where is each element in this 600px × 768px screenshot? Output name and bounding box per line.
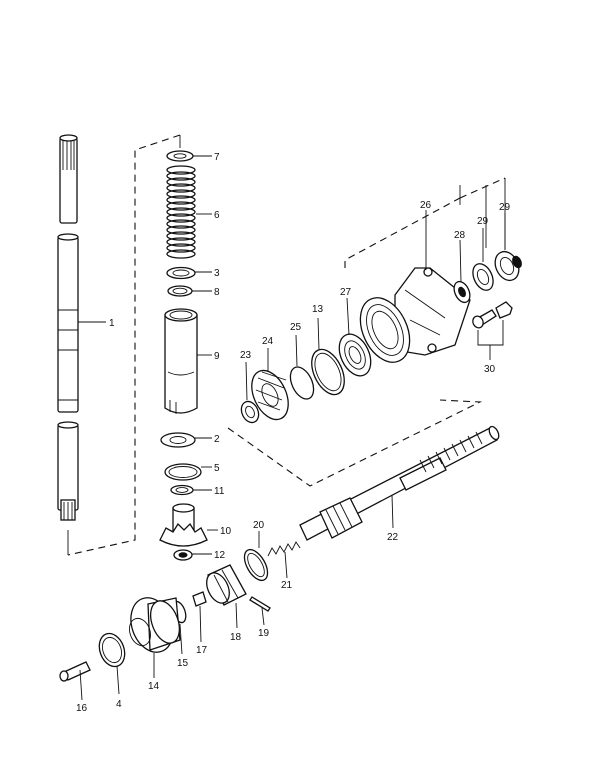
label-part-3: 3 (214, 268, 220, 279)
label-part-14: 14 (148, 681, 160, 692)
label-part-10: 10 (220, 526, 232, 537)
snap-ring-5 (164, 463, 202, 481)
dashed-bracket-left (67, 134, 181, 556)
label-part-1: 1 (109, 318, 115, 329)
sleeve (164, 308, 198, 414)
pin-19 (249, 596, 271, 612)
label-part-13: 13 (312, 304, 324, 315)
washer-11 (170, 484, 194, 496)
label-part-4: 4 (116, 699, 122, 710)
forward-gear (129, 597, 181, 653)
o-ring-13 (311, 348, 345, 396)
label-part-6: 6 (214, 210, 220, 221)
spring-coil (166, 201, 196, 211)
label-part-5: 5 (214, 463, 220, 474)
label-part-20: 20 (253, 520, 265, 531)
bearing-27 (338, 333, 372, 377)
leader-15 (179, 623, 183, 655)
washer-3 (166, 266, 196, 280)
spring (166, 165, 196, 259)
leader-28 (459, 239, 462, 283)
spring-21 (267, 541, 301, 557)
shift-cam (59, 661, 91, 682)
leader-30-bracket (477, 320, 504, 346)
spring-coil (166, 189, 196, 199)
label-part-23: 23 (240, 350, 252, 361)
bearing-28 (453, 280, 471, 304)
leader-22 (391, 494, 394, 529)
propeller-shaft (299, 425, 500, 541)
leader-19 (261, 607, 265, 626)
label-part-8: 8 (214, 287, 220, 298)
spring-coil (166, 249, 196, 259)
label-part-16: 16 (76, 703, 88, 714)
spring-coil (166, 213, 196, 223)
label-part-7: 7 (214, 152, 220, 163)
label-part-21: 21 (281, 580, 293, 591)
part-labels: 1 2 3 4 5 6 7 8 9 10 11 12 13 14 15 16 1… (76, 152, 511, 714)
label-part-11: 11 (214, 486, 225, 497)
label-part-26: 26 (420, 200, 432, 211)
leader-27 (346, 297, 350, 336)
label-part-29a: 29 (477, 216, 489, 227)
leader-13 (317, 317, 320, 351)
circlip-8 (167, 285, 193, 297)
label-part-17: 17 (196, 645, 208, 656)
label-part-22: 22 (387, 532, 399, 543)
label-part-29b: 29 (499, 202, 511, 213)
shim-4 (98, 632, 126, 668)
spring-coil (166, 177, 196, 187)
leader-18 (235, 602, 238, 629)
gear-housing (359, 267, 471, 363)
ring-20 (243, 548, 269, 582)
oil-seal-1 (472, 263, 494, 291)
spring-coil (166, 231, 196, 241)
spring-coil (166, 219, 196, 229)
leader-23 (245, 361, 248, 401)
leader-25 (295, 334, 298, 367)
label-part-2: 2 (214, 434, 220, 445)
label-part-12: 12 (214, 550, 226, 561)
shim-25 (289, 366, 315, 400)
push-rod (192, 591, 207, 607)
label-part-9: 9 (214, 351, 220, 362)
spring-coil (166, 195, 196, 205)
spring-coil (166, 183, 196, 193)
label-part-25: 25 (290, 322, 302, 333)
leader-4 (116, 665, 120, 695)
spring-coil (166, 225, 196, 235)
oil-seal-2 (494, 250, 522, 282)
leader-17 (199, 605, 202, 643)
bevel-gear-24 (251, 369, 289, 421)
label-part-19: 19 (258, 628, 270, 639)
label-part-18: 18 (230, 632, 242, 643)
spring-coil (166, 237, 196, 247)
label-part-28: 28 (454, 230, 466, 241)
label-part-30: 30 (484, 364, 496, 375)
clutch-dog (206, 564, 247, 606)
nut-12 (173, 549, 193, 561)
shim-2 (160, 432, 196, 448)
label-part-24: 24 (262, 336, 274, 347)
washer-top (166, 150, 194, 162)
label-part-27: 27 (340, 287, 352, 298)
leader-16 (79, 669, 83, 701)
spring-coil (166, 207, 196, 217)
drive-shaft (57, 134, 79, 521)
bolt-30 (472, 301, 513, 329)
label-part-15: 15 (177, 658, 189, 669)
spring-coil (166, 243, 196, 253)
spring-coil (166, 165, 196, 175)
leader-21 (284, 551, 288, 579)
pinion-gear (159, 503, 208, 547)
spring-coil (166, 171, 196, 181)
dashed-bracket-top (344, 177, 506, 268)
washer-23 (240, 400, 260, 424)
dashed-bracket-mid (227, 399, 483, 487)
